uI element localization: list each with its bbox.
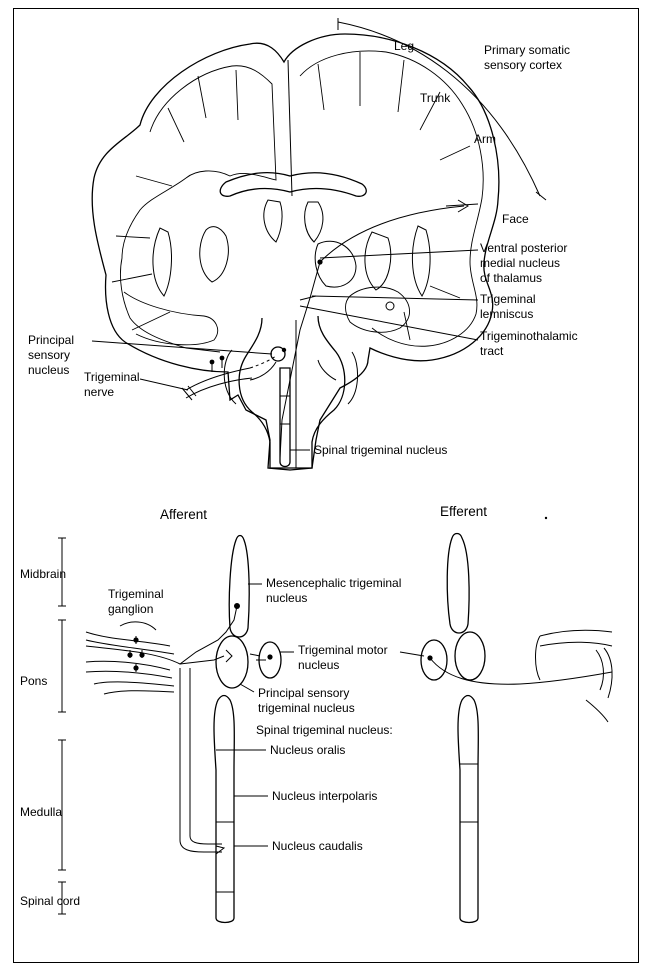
trigeminal-ganglion-shape bbox=[86, 622, 174, 694]
basal-ganglia-right bbox=[365, 232, 391, 290]
lemniscus-line bbox=[300, 296, 316, 300]
region-pons: Pons bbox=[20, 674, 47, 688]
label-tract-2: tract bbox=[480, 344, 504, 358]
lateral-ventricle-right bbox=[305, 202, 323, 242]
label-nerve-1: Trigeminal bbox=[84, 370, 140, 384]
label-interpolaris: Nucleus interpolaris bbox=[272, 789, 377, 803]
coronal-brain-section bbox=[92, 18, 546, 470]
trigeminothalamic-tract-line bbox=[280, 262, 320, 458]
region-midbrain: Midbrain bbox=[20, 567, 66, 581]
efferent-spinal-column bbox=[458, 696, 478, 923]
label-motor-1: Trigeminal motor bbox=[298, 643, 388, 657]
temporal-lobe-left bbox=[124, 292, 218, 345]
label-trunk: Trunk bbox=[420, 91, 451, 105]
label-principal-1: Principal bbox=[28, 333, 74, 347]
hippocampus-right bbox=[386, 302, 394, 310]
efferent-title: Efferent bbox=[440, 504, 487, 519]
motor-fiber bbox=[430, 658, 612, 684]
leader-principal bbox=[92, 341, 272, 354]
label-principal-3: nucleus bbox=[28, 363, 69, 377]
spinal-trigeminal-nucleus-shape bbox=[280, 368, 290, 467]
leader-lemniscus bbox=[312, 296, 478, 300]
label-principal-sensory-2: trigeminal nucleus bbox=[258, 701, 355, 715]
label-tract-1: Trigeminothalamic bbox=[480, 329, 578, 343]
label-mesencephalic-2: nucleus bbox=[266, 591, 307, 605]
label-principal-2: sensory bbox=[28, 348, 70, 362]
label-arm: Arm bbox=[474, 132, 496, 146]
label-oralis: Nucleus oralis bbox=[270, 743, 345, 757]
corpus-callosum bbox=[220, 173, 366, 197]
region-scale: Midbrain Pons Medulla Spinal cord bbox=[20, 538, 80, 914]
label-motor-2: nucleus bbox=[298, 658, 339, 672]
leader-tract bbox=[300, 306, 478, 340]
efferent-mesencephalic bbox=[447, 534, 469, 634]
basal-ganglia-left bbox=[200, 227, 229, 282]
gyri-inner-left bbox=[120, 66, 276, 352]
label-spinal: Spinal trigeminal nucleus bbox=[314, 443, 447, 457]
afferent-labels: Trigeminal ganglion Mesencephalic trigem… bbox=[108, 576, 401, 853]
label-spinal-header: Spinal trigeminal nucleus: bbox=[256, 723, 393, 737]
efferent-diagram bbox=[400, 534, 612, 923]
spinal-trigeminal-column bbox=[214, 696, 234, 923]
label-vpm-3: of thalamus bbox=[480, 271, 542, 285]
label-nerve-2: nerve bbox=[84, 385, 114, 399]
thalamocortical-fiber bbox=[320, 206, 464, 262]
leader-nerve bbox=[140, 379, 188, 390]
label-vpm-1: Ventral posterior bbox=[480, 241, 567, 255]
label-lemniscus-2: lemniscus bbox=[480, 307, 533, 321]
lateral-ventricle-left bbox=[264, 200, 282, 242]
insula-right bbox=[412, 226, 430, 296]
top-labels: Leg Trunk Arm Face Primary somatic senso… bbox=[28, 39, 578, 457]
principal-nucleus-dot bbox=[282, 348, 286, 352]
afferent-title: Afferent bbox=[160, 507, 207, 522]
label-vpm-2: medial nucleus bbox=[480, 256, 560, 270]
efferent-motor-nucleus bbox=[421, 640, 447, 680]
principal-sensory-nucleus bbox=[216, 636, 248, 688]
label-ganglion-2: ganglion bbox=[108, 602, 153, 616]
insula-left bbox=[153, 228, 172, 296]
label-principal-sensory-1: Principal sensory bbox=[258, 686, 349, 700]
label-cortex-1: Primary somatic bbox=[484, 43, 570, 57]
label-lemniscus-1: Trigeminal bbox=[480, 292, 536, 306]
leader-vpm bbox=[320, 250, 478, 258]
label-leg: Leg bbox=[394, 39, 414, 53]
label-mesencephalic-1: Mesencephalic trigeminal bbox=[266, 576, 401, 590]
efferent-principal-nucleus bbox=[455, 632, 485, 680]
label-face: Face bbox=[502, 212, 529, 226]
speck bbox=[545, 517, 547, 519]
region-medulla: Medulla bbox=[20, 805, 62, 819]
label-ganglion-1: Trigeminal bbox=[108, 587, 164, 601]
label-caudalis: Nucleus caudalis bbox=[272, 839, 363, 853]
label-cortex-2: sensory cortex bbox=[484, 58, 562, 72]
region-spinal-cord: Spinal cord bbox=[20, 894, 80, 908]
